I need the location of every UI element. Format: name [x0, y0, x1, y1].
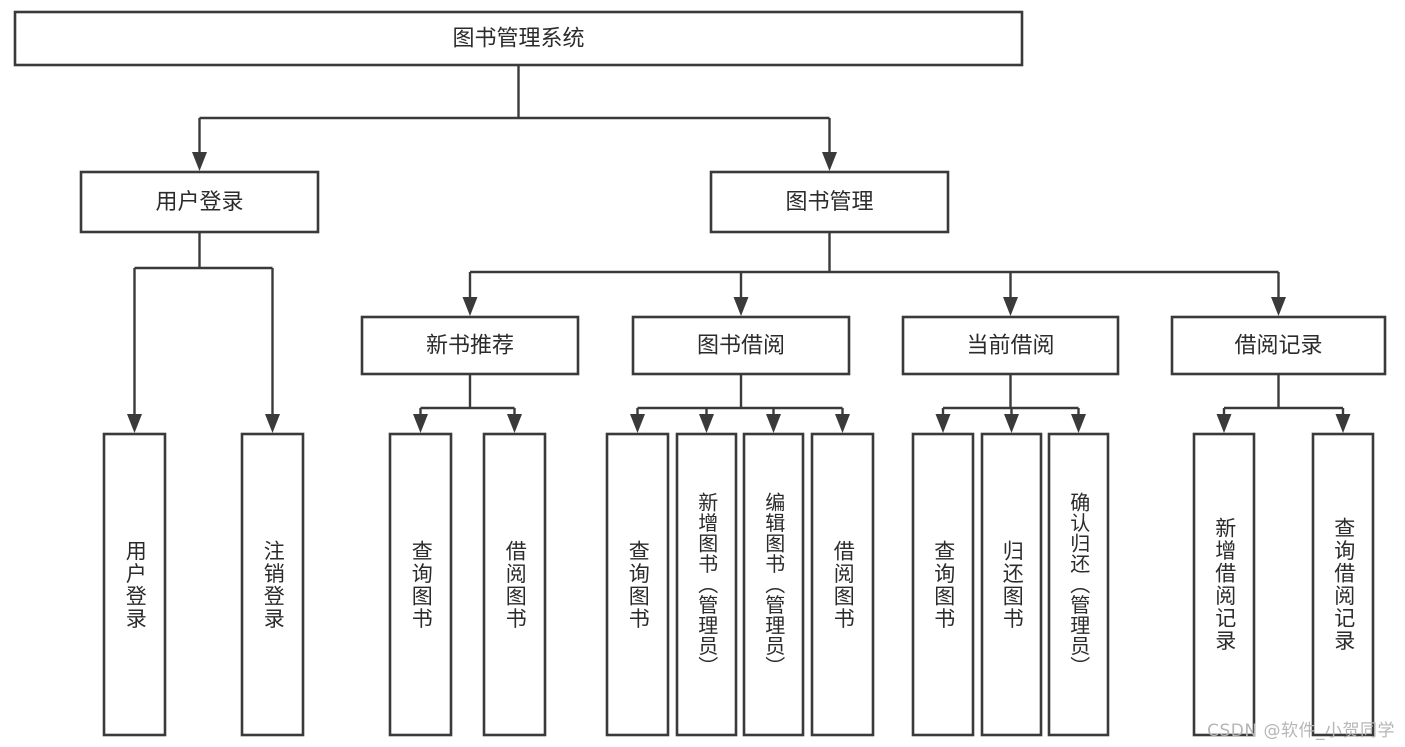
arrowhead-icon	[630, 414, 645, 433]
node-box-leaf-borrow-book-bor[interactable]	[810, 432, 875, 737]
arrowhead-icon	[413, 414, 428, 433]
arrowhead-icon	[1071, 414, 1086, 433]
node-box-leaf-query-book-rec[interactable]	[388, 432, 453, 737]
node-box-book-borrow[interactable]	[631, 315, 851, 376]
node-box-leaf-query-book-bor[interactable]	[605, 432, 670, 737]
arrowhead-icon	[699, 414, 714, 433]
node-box-leaf-query-book-cur[interactable]	[911, 432, 975, 737]
node-box-book-manage[interactable]	[709, 170, 950, 234]
watermark: CSDN @软件_小贺同学	[1207, 721, 1395, 741]
node-label-root: 图书管理系统	[452, 27, 584, 52]
node-label-book-manage: 图书管理	[785, 190, 873, 215]
arrowhead-icon	[192, 152, 207, 171]
arrowhead-icon	[822, 152, 837, 171]
node-box-leaf-borrow-book-rec[interactable]	[482, 432, 547, 737]
node-box-leaf-add-record[interactable]	[1192, 432, 1256, 737]
arrowhead-icon	[127, 414, 142, 433]
node-box-user-login[interactable]	[79, 170, 320, 234]
node-box-borrow-record[interactable]	[1170, 315, 1387, 376]
arrowhead-icon	[462, 297, 478, 316]
node-label-new-book-rec: 新书推荐	[426, 334, 514, 359]
arrowhead-icon	[733, 297, 749, 316]
node-box-leaf-logout-login[interactable]	[240, 432, 305, 737]
node-label-borrow-record: 借阅记录	[1234, 334, 1322, 359]
arrowhead-icon	[835, 414, 850, 433]
arrowhead-icon	[1004, 414, 1019, 433]
node-box-root[interactable]	[13, 10, 1024, 67]
arrowhead-icon	[1216, 414, 1232, 433]
arrowhead-icon	[935, 414, 951, 433]
node-box-new-book-rec[interactable]	[360, 315, 580, 376]
arrowhead-icon	[1271, 297, 1286, 316]
node-box-layer	[13, 10, 1387, 737]
node-label-current-borrow: 当前借阅	[966, 334, 1054, 359]
node-box-leaf-confirm-return[interactable]	[1047, 432, 1110, 737]
node-box-leaf-query-record[interactable]	[1311, 432, 1375, 737]
node-box-leaf-return-book[interactable]	[980, 432, 1043, 737]
arrowhead-icon	[507, 414, 522, 433]
node-box-leaf-user-login[interactable]	[102, 432, 167, 737]
node-label-user-login: 用户登录	[155, 190, 243, 215]
connector-layer	[127, 65, 1351, 433]
node-box-current-borrow[interactable]	[901, 315, 1120, 376]
arrowhead-icon	[1003, 297, 1018, 316]
node-label-book-borrow: 图书借阅	[697, 334, 785, 359]
node-box-leaf-add-book[interactable]	[675, 432, 738, 737]
arrowhead-icon	[1335, 414, 1351, 433]
arrowhead-icon	[265, 414, 280, 433]
node-box-leaf-edit-book[interactable]	[742, 432, 805, 737]
arrowhead-icon	[766, 414, 781, 433]
